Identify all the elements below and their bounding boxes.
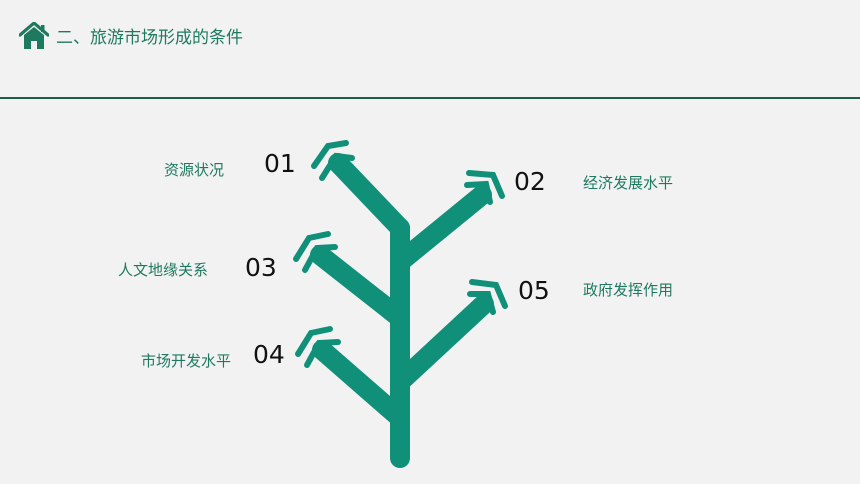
branch-05 [390, 294, 494, 392]
item-number-05: 05 [518, 276, 550, 305]
arrow-tip-05 [467, 279, 508, 315]
item-number-01: 01 [264, 149, 296, 178]
branch-04 [312, 340, 410, 428]
arrow-tip-02 [464, 170, 505, 205]
item-label-02: 经济发展水平 [583, 174, 674, 192]
item-label-03: 人文地缘关系 [118, 261, 209, 279]
item-number-03: 03 [245, 253, 277, 282]
item-number-02: 02 [514, 167, 546, 196]
branch-01 [328, 153, 410, 238]
header-divider [0, 97, 860, 99]
item-number-04: 04 [253, 340, 285, 369]
header: 二、旅游市场形成的条件 [0, 0, 860, 100]
item-label-01: 资源状况 [164, 161, 225, 179]
page-title: 二、旅游市场形成的条件 [56, 28, 243, 48]
arrow-tip-03 [293, 231, 338, 273]
item-label-05: 政府发挥作用 [583, 281, 674, 299]
branch-02 [390, 185, 492, 272]
home-icon[interactable] [19, 22, 49, 50]
arrow-tip-04 [295, 326, 341, 368]
item-label-04: 市场开发水平 [141, 352, 232, 370]
arrow-tip-01 [311, 140, 355, 181]
branch-03 [310, 245, 410, 328]
